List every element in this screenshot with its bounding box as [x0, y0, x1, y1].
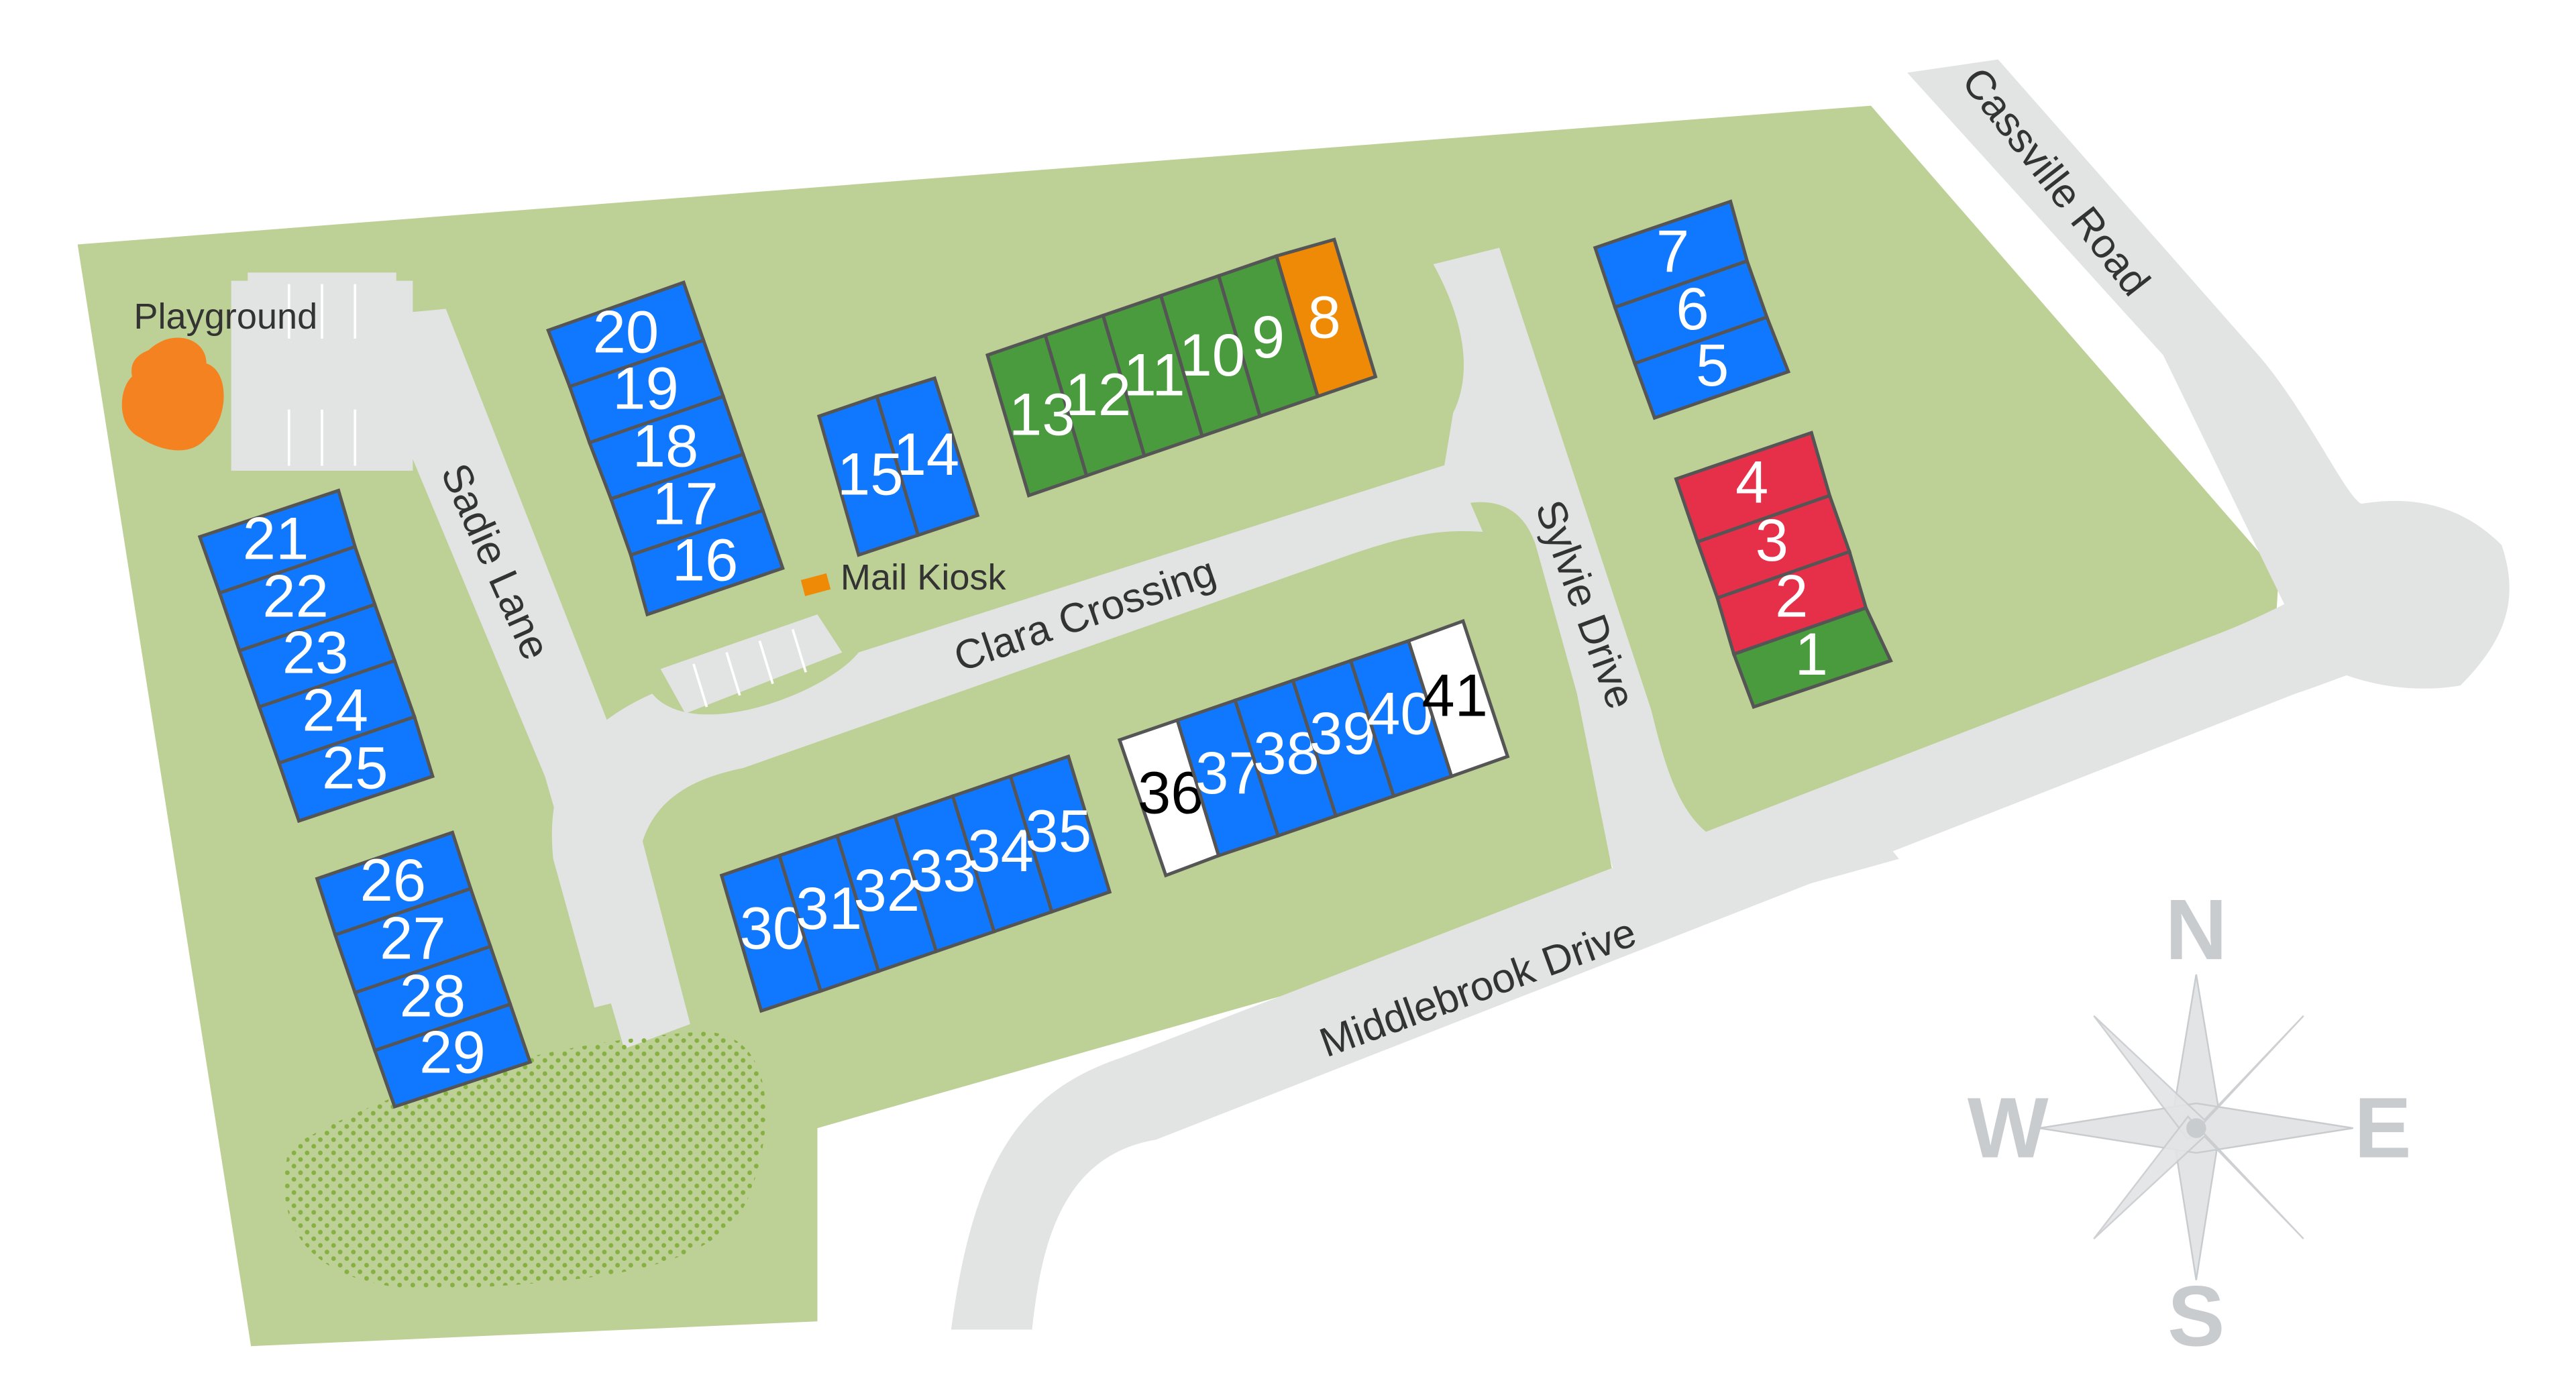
lot-number-label: 11 [1124, 342, 1185, 408]
lot-31[interactable]: 31 [777, 834, 881, 993]
lot-39[interactable]: 39 [1291, 658, 1396, 818]
lot-number-label: 8 [1308, 284, 1341, 350]
lot-number-label: 12 [1065, 361, 1132, 428]
lot-41[interactable]: 41 [1406, 618, 1510, 779]
lot-number-label: 7 [1656, 218, 1689, 284]
playground-label: Playground [133, 296, 317, 337]
lot-4[interactable]: 4 [1674, 431, 1832, 544]
lot-shape[interactable] [1674, 431, 1832, 544]
lot-shape[interactable] [816, 394, 920, 557]
playground-area [121, 337, 224, 451]
compass-west: W [1968, 1080, 2049, 1176]
lot-number-label: 27 [380, 905, 446, 971]
parking-stripes-north [287, 284, 357, 466]
middlebrook-drive [951, 569, 2428, 1330]
lot-number-label: 5 [1696, 332, 1729, 398]
lot-number-label: 13 [1009, 382, 1075, 448]
lot-shape[interactable] [1008, 754, 1112, 914]
lot-36[interactable]: 36 [1117, 718, 1221, 878]
parking-stripes-mail [692, 628, 807, 708]
compass-east: E [2354, 1080, 2411, 1176]
lot-number-label: 15 [837, 441, 904, 507]
lot-number-label: 4 [1735, 449, 1768, 516]
compass-north: N [2165, 882, 2227, 978]
sadie-lane [380, 309, 690, 1049]
lot-number-label: 25 [322, 735, 388, 801]
lot-number-label: 28 [400, 963, 466, 1029]
lot-shape[interactable] [1406, 618, 1510, 779]
lot-number-label: 32 [854, 857, 920, 924]
lot-number-label: 20 [593, 299, 659, 366]
lot-number-label: 10 [1179, 322, 1245, 388]
lot-number-label: 24 [302, 677, 368, 743]
lot-13[interactable]: 13 [985, 333, 1089, 498]
lot-28[interactable]: 28 [353, 944, 513, 1053]
lot-20[interactable]: 20 [546, 280, 706, 389]
lot-number-label: 23 [282, 619, 349, 685]
lot-30[interactable]: 30 [719, 853, 823, 1013]
sylvie-drive [1433, 247, 1899, 906]
lot-number-label: 34 [967, 818, 1034, 884]
lot-shape[interactable] [546, 280, 706, 389]
cassville-road [1907, 59, 2510, 689]
lot-7[interactable]: 7 [1593, 199, 1750, 310]
compass-rose: N S E W [1968, 882, 2412, 1364]
lot-shape[interactable] [276, 714, 435, 824]
lot-35[interactable]: 35 [1008, 754, 1112, 914]
lot-32[interactable]: 32 [835, 814, 938, 974]
lot-11[interactable]: 11 [1101, 293, 1205, 458]
lot-8[interactable]: 8 [1274, 237, 1378, 399]
lot-number-label: 6 [1676, 276, 1709, 342]
lot-number-label: 35 [1026, 797, 1092, 864]
mail-kiosk-icon [800, 573, 831, 596]
lot-number-label: 21 [243, 505, 309, 571]
lots-layer: 1234567891011121314151617181920212223242… [197, 199, 1893, 1109]
compass-south: S [2167, 1268, 2224, 1364]
lot-27[interactable]: 27 [333, 886, 493, 995]
lot-number-label: 14 [894, 421, 960, 488]
lot-number-label: 29 [419, 1019, 486, 1085]
lot-shape[interactable] [372, 1002, 533, 1109]
lot-number-label: 41 [1421, 662, 1488, 728]
lot-number-label: 40 [1367, 680, 1434, 746]
lot-number-label: 22 [262, 563, 329, 630]
lot-15[interactable]: 15 [816, 394, 920, 557]
lot-number-label: 33 [910, 837, 976, 903]
lot-12[interactable]: 12 [1043, 313, 1146, 478]
lot-number-label: 26 [360, 847, 427, 913]
lot-number-label: 39 [1309, 700, 1376, 767]
lot-number-label: 9 [1252, 304, 1285, 370]
lot-1[interactable]: 1 [1731, 606, 1893, 710]
lot-3[interactable]: 3 [1695, 493, 1852, 600]
lot-25[interactable]: 25 [276, 714, 435, 824]
lot-34[interactable]: 34 [951, 774, 1055, 934]
lot-shape[interactable] [985, 333, 1089, 498]
lot-29[interactable]: 29 [372, 1002, 533, 1109]
lot-shape[interactable] [1593, 199, 1750, 310]
lot-33[interactable]: 33 [893, 793, 996, 954]
lot-40[interactable]: 40 [1348, 638, 1454, 799]
lot-23[interactable]: 23 [237, 602, 397, 710]
mail-kiosk-label: Mail Kiosk [841, 557, 1007, 598]
